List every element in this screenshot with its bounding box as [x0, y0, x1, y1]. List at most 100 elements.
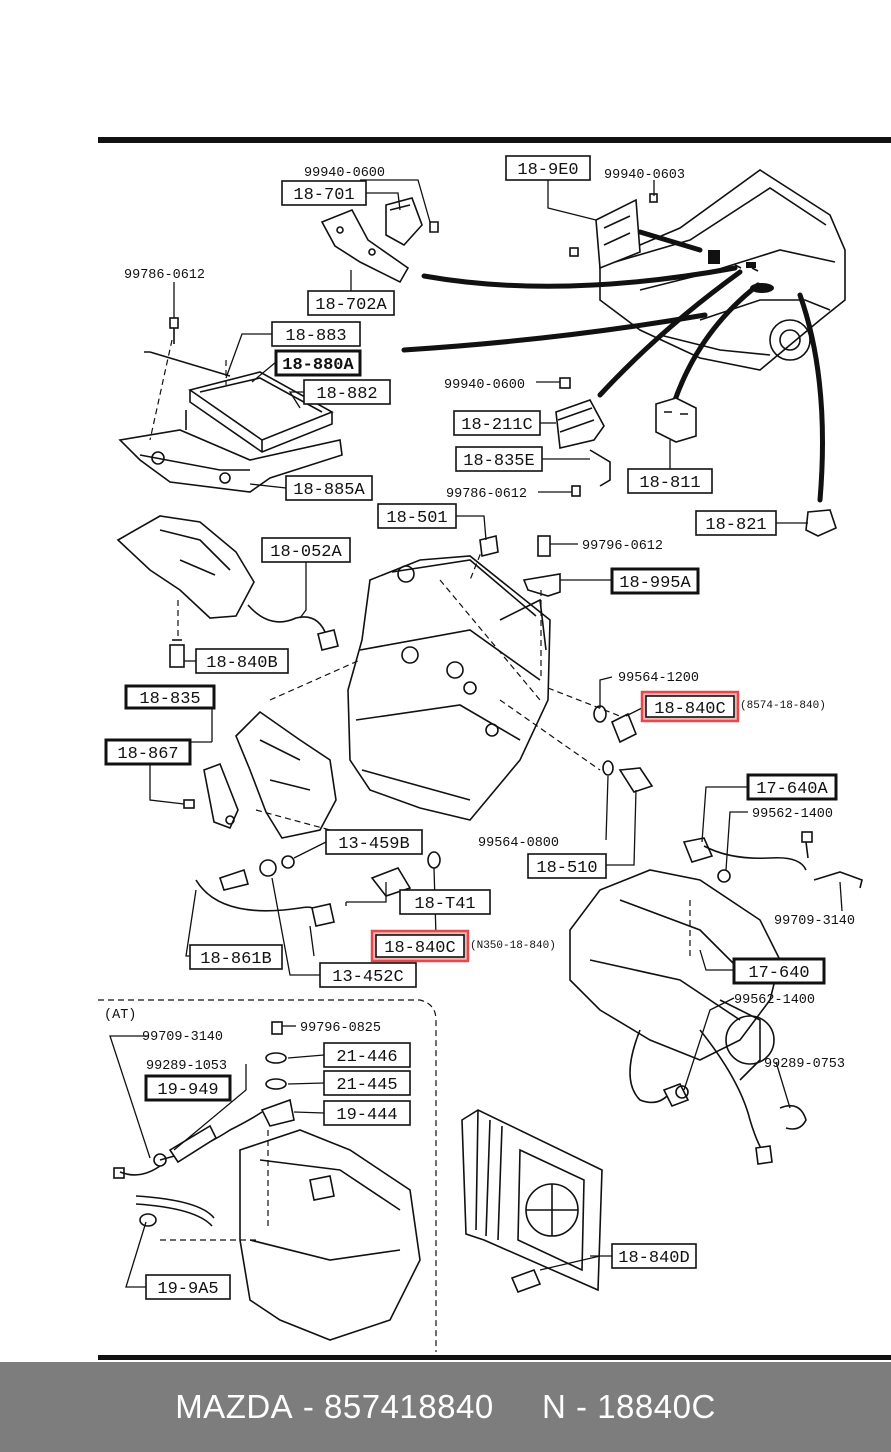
label-18-867: 18-867 — [104, 738, 192, 766]
label-18-702A: 18-702A — [307, 290, 395, 316]
leader-thick-1 — [421, 265, 738, 289]
svg-text:19-9A5: 19-9A5 — [157, 1280, 218, 1299]
switch-19-444 — [260, 1021, 295, 1127]
svg-text:17-640: 17-640 — [748, 964, 809, 983]
svg-text:18-840B: 18-840B — [206, 654, 277, 673]
footer-part-number: 857418840 — [324, 1388, 494, 1425]
sensor-501 — [479, 535, 499, 557]
label-18-835: 18-835 — [124, 684, 216, 710]
pn-99786-0612-b: 99786-0612 — [446, 487, 527, 502]
label-18-880A: 18-880A — [274, 349, 362, 377]
svg-text:18-701: 18-701 — [293, 186, 354, 205]
ecu-880A — [188, 371, 334, 453]
svg-text:18-052A: 18-052A — [270, 543, 342, 562]
svg-text:13-459B: 13-459B — [338, 835, 409, 854]
footer-oem-code: N - 18840C — [542, 1388, 716, 1425]
label-17-640: 17-640 — [732, 957, 826, 985]
pn-99940-0600-a: 99940-0600 — [304, 166, 385, 181]
bolt-99786-a — [144, 317, 231, 377]
label-18-840D: 18-840D — [611, 1243, 697, 1269]
label-18-T41: 18-T41 — [399, 889, 491, 915]
sensor-840B — [169, 639, 185, 668]
pn-99940-0603: 99940-0603 — [604, 168, 685, 183]
label-18-883: 18-883 — [271, 321, 361, 347]
svg-text:18-501: 18-501 — [386, 509, 447, 528]
pn-99562-1400-a: 99562-1400 — [752, 807, 833, 822]
module-9E0 — [569, 193, 658, 270]
svg-text:19-444: 19-444 — [336, 1106, 397, 1125]
pn-99709-3140-b: 99709-3140 — [142, 1030, 223, 1045]
svg-text:18-861B: 18-861B — [200, 950, 271, 969]
svg-text:17-640A: 17-640A — [756, 780, 828, 799]
note-N350: (N350-18-840) — [470, 940, 556, 952]
label-18-995A: 18-995A — [610, 567, 700, 595]
sensor-840C-bottom — [370, 851, 441, 897]
footer-bar: MAZDA - 857418840 N - 18840C — [0, 1362, 891, 1452]
leader-thick-5 — [797, 292, 825, 503]
sensor-510 — [602, 760, 654, 793]
label-18-052A: 18-052A — [261, 537, 351, 563]
label-18-9E0: 18-9E0 — [505, 155, 591, 181]
svg-text:18-882: 18-882 — [316, 385, 377, 404]
pn-99796-0612: 99796-0612 — [582, 539, 663, 554]
label-18-811: 18-811 — [627, 468, 713, 494]
intake-manifold-052A — [116, 515, 255, 640]
pn-99564-0800: 99564-0800 — [478, 836, 559, 851]
bracket-885A — [118, 339, 343, 493]
unit-211C — [555, 377, 611, 497]
harness-052A — [247, 604, 339, 651]
label-18-701: 18-701 — [281, 180, 367, 206]
label-17-640A: 17-640A — [746, 773, 838, 801]
svg-text:18-821: 18-821 — [705, 516, 766, 535]
label-21-445: 21-445 — [323, 1070, 411, 1096]
label-19-444: 19-444 — [323, 1100, 411, 1126]
leader-thick-3 — [597, 269, 743, 398]
gasket-459B — [259, 855, 295, 877]
label-18-835E: 18-835E — [455, 446, 543, 472]
svg-text:18-835E: 18-835E — [463, 452, 534, 471]
svg-text:21-445: 21-445 — [336, 1076, 397, 1095]
radiator — [461, 1109, 603, 1294]
leader-thick-2 — [401, 312, 708, 353]
svg-text:18-840D: 18-840D — [618, 1249, 689, 1268]
footer-separator: - — [293, 1388, 325, 1425]
tube-19-9A5 — [135, 1195, 260, 1241]
bracket-995A — [522, 535, 561, 597]
at-transmission — [239, 1129, 421, 1341]
clip-99709-a — [813, 871, 863, 889]
parts-diagram: 18-9E0 18-701 18-702A 18-883 18-880A 18-… — [98, 137, 891, 1360]
clip-99289-0753 — [779, 1104, 807, 1130]
pn-99564-1200: 99564-1200 — [618, 671, 699, 686]
hose-19-949 — [113, 1111, 263, 1179]
label-13-452C: 13-452C — [319, 962, 417, 988]
svg-text:18-885A: 18-885A — [293, 481, 365, 500]
pn-99796-0825: 99796-0825 — [300, 1021, 381, 1036]
label-13-459B: 13-459B — [325, 829, 423, 855]
label-19-9A5: 19-9A5 — [145, 1274, 231, 1300]
top-rule — [98, 137, 891, 143]
sensor-821 — [805, 509, 837, 537]
connector-811 — [655, 397, 697, 443]
leader-thick-4 — [672, 282, 761, 403]
label-18-821: 18-821 — [695, 510, 777, 536]
note-8574: (8574-18-840) — [740, 700, 826, 712]
svg-text:18-867: 18-867 — [117, 745, 178, 764]
bottom-rule — [98, 1355, 891, 1360]
svg-text:18-840C: 18-840C — [654, 700, 725, 719]
harness-17-640 — [629, 1029, 773, 1165]
svg-text:18-9E0: 18-9E0 — [517, 161, 578, 180]
label-18-882: 18-882 — [303, 379, 391, 405]
svg-text:21-446: 21-446 — [336, 1048, 397, 1067]
svg-text:18-880A: 18-880A — [282, 356, 354, 375]
label-18-501: 18-501 — [377, 503, 457, 529]
sensor-840C-top — [593, 705, 638, 744]
svg-text:19-949: 19-949 — [157, 1081, 218, 1100]
svg-text:13-452C: 13-452C — [332, 968, 403, 987]
label-18-861B: 18-861B — [189, 944, 283, 970]
svg-text:18-702A: 18-702A — [315, 296, 387, 315]
leader-thick-6 — [637, 229, 703, 253]
exhaust-manifold — [235, 659, 361, 839]
svg-text:18-883: 18-883 — [285, 327, 346, 346]
label-18-510: 18-510 — [527, 853, 607, 879]
label-21-446: 21-446 — [323, 1042, 411, 1068]
